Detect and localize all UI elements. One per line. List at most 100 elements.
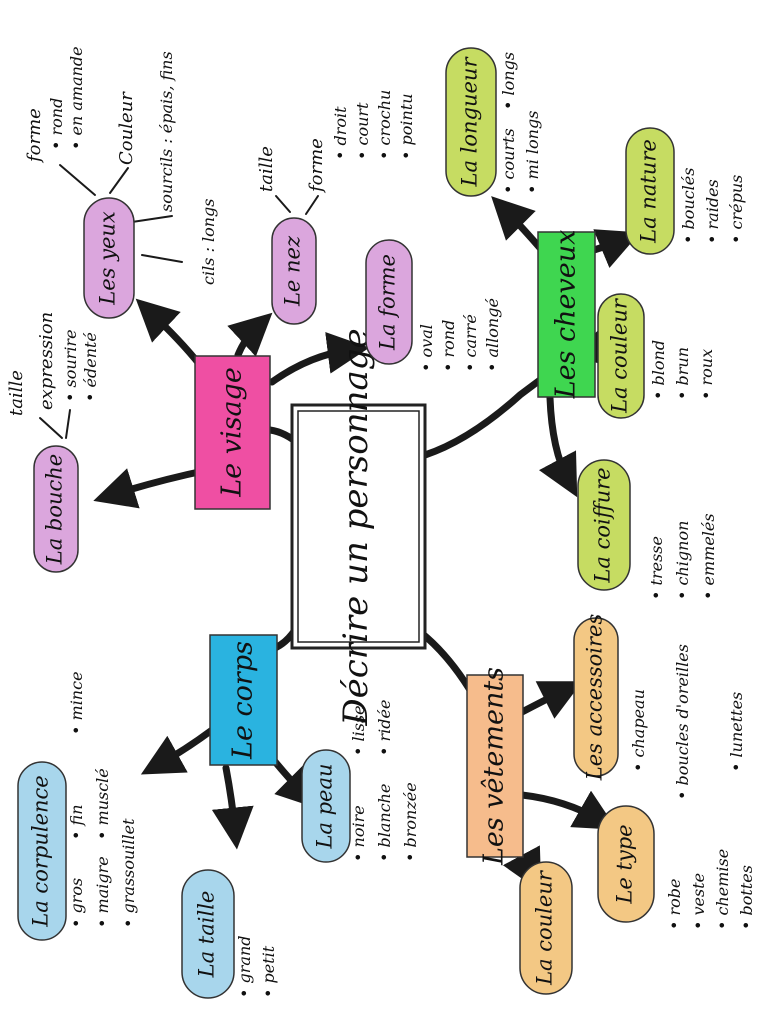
- arrow-visage-forme: [268, 331, 370, 386]
- line-nez-taille: [275, 195, 291, 213]
- corps-taille-bubble: [181, 869, 235, 999]
- yeux-couleur: Couleur: [116, 91, 137, 165]
- arrow-cheveux-longueur: [491, 196, 544, 252]
- peau-blanche: • blanche: [375, 784, 394, 862]
- line-yeux-cils: [141, 254, 183, 263]
- forme-rond: • rond: [439, 320, 458, 372]
- bubble-forme: La forme: [365, 239, 413, 365]
- corpulence-bubble: [17, 761, 67, 941]
- corpulence-muscle: • musclé: [93, 768, 112, 840]
- corpulence-maigre: • maigre: [93, 856, 112, 928]
- type-label: Le type: [613, 824, 637, 904]
- bubble-coiffure: La coiffure: [577, 459, 631, 591]
- peau-bronzee: • bronzée: [401, 782, 420, 862]
- visage-box: [194, 355, 271, 510]
- main-box-cheveux: Les cheveux: [537, 230, 596, 400]
- center-box-inner: [297, 410, 420, 643]
- type-chemise: • chemise: [713, 849, 732, 930]
- bubble-accessoires: Les accessoires: [573, 614, 619, 782]
- nature-bubble: [625, 127, 675, 255]
- forme-bubble: [365, 239, 413, 365]
- line-yeux-couleur: [109, 167, 129, 194]
- corps-taille-label: La taille: [195, 891, 219, 979]
- yeux-forme-amande: • en amande: [67, 46, 86, 150]
- yeux-cils: cils : longs: [199, 199, 218, 285]
- nez-droit: • droit: [331, 106, 350, 160]
- corpulence-fin: • fin: [67, 805, 86, 841]
- yeux-label: Les yeux: [96, 211, 120, 306]
- couleur-brun: • brun: [673, 347, 692, 400]
- bubble-peau: La peau: [301, 749, 351, 863]
- line-bouche-expression: [65, 409, 71, 439]
- bouche-edente: • édenté: [81, 332, 100, 402]
- bouche-bubble: [33, 445, 79, 573]
- type-bubble: [597, 805, 655, 923]
- bubble-longueur: La longueur: [445, 47, 497, 197]
- arrow-corps-corpulence: [140, 726, 216, 775]
- bubble-bouche: La bouche: [33, 445, 79, 573]
- corpulence-gros: • gros: [67, 878, 86, 928]
- bouche-expression: expression: [36, 312, 57, 410]
- yeux-forme: forme: [24, 108, 45, 164]
- line-nez-forme: [305, 195, 319, 215]
- accessoires-bubble: [573, 617, 619, 777]
- arrow-vetements-type: [518, 790, 618, 830]
- forme-oval: • oval: [417, 324, 436, 372]
- nature-crepus: • crépus: [727, 175, 746, 244]
- bubble-vetements-couleur: La couleur: [519, 861, 573, 995]
- corpulence-grassouillet: • grassouillet: [119, 818, 138, 928]
- bubble-nez: Le nez: [271, 217, 317, 325]
- leaf-lines: [39, 164, 319, 439]
- accessoires-lunettes: • lunettes: [727, 692, 746, 772]
- bubble-yeux: Les yeux: [83, 197, 135, 319]
- arrow-vetements-accessoires: [518, 681, 583, 719]
- nez-forme: forme: [306, 138, 327, 194]
- peau-lisse: • lisse: [349, 705, 368, 756]
- nez-pointu: • pointu: [397, 93, 416, 160]
- peau-ridee: • ridée: [375, 700, 394, 756]
- longueur-mi-longs: • mi longs: [523, 111, 542, 194]
- vetements-box: [466, 674, 524, 858]
- arrow-corps-taille: [211, 764, 254, 850]
- longueur-longs: • longs: [499, 52, 518, 110]
- nature-label: La nature: [637, 139, 661, 244]
- forme-label: La forme: [376, 254, 400, 351]
- center-node: Décrire un personnage: [290, 328, 427, 727]
- corpulence-mince: • mince: [67, 671, 86, 735]
- bouche-label: La bouche: [43, 454, 67, 565]
- arrow-visage-bouche: [93, 466, 212, 509]
- forme-allonge: • allongé: [483, 298, 502, 372]
- visage-label: Le visage: [217, 367, 248, 498]
- yeux-bubble: [83, 197, 135, 319]
- nature-raides: • raides: [703, 179, 722, 244]
- nez-bubble: [271, 217, 317, 325]
- nature-boucles: • bouclés: [679, 168, 698, 244]
- vetements-couleur-label: La couleur: [533, 869, 557, 986]
- longueur-label: La longueur: [458, 56, 482, 188]
- bubble-cheveux-couleur: La couleur: [597, 293, 645, 419]
- nez-label: Le nez: [281, 235, 305, 307]
- coiffure-emmeles: • emmelés: [699, 513, 718, 600]
- arrow-cheveux-coiffure: [538, 394, 578, 498]
- main-box-visage: Le visage: [194, 355, 271, 510]
- accessoires-boucles: • boucles d'oreilles: [673, 644, 692, 800]
- main-box-vetements: Les vêtements: [466, 667, 524, 866]
- type-bottes: • bottes: [737, 865, 756, 930]
- arrow-visage-nez: [227, 312, 273, 359]
- bubble-type: Le type: [597, 805, 655, 923]
- nez-crochu: • crochu: [375, 90, 394, 160]
- accessoires-label: Les accessoires: [583, 614, 607, 782]
- cheveux-couleur-label: La couleur: [608, 297, 632, 414]
- main-box-corps: Le corps: [209, 634, 278, 766]
- cheveux-label: Les cheveux: [551, 230, 582, 400]
- nez-taille: taille: [256, 146, 277, 192]
- connector-center-cheveux: [421, 376, 544, 459]
- line-yeux-sourcils: [131, 215, 173, 223]
- couleur-roux: • roux: [697, 349, 716, 400]
- coiffure-label: La coiffure: [591, 467, 615, 583]
- accessoires-chapeau: • chapeau: [629, 689, 648, 772]
- peau-noire: • noire: [349, 805, 368, 862]
- forme-carre: • carré: [461, 314, 480, 372]
- taille-grand: • grand: [235, 936, 254, 999]
